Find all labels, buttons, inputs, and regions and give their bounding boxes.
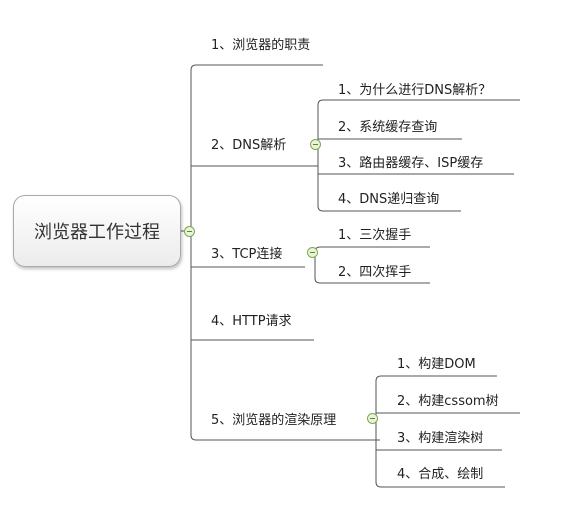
branch-http[interactable]: 4、HTTP请求 [211, 314, 292, 329]
main-spine [190, 70, 197, 441]
tcp-collapse-icon[interactable] [307, 247, 318, 258]
tcp-child-four-way[interactable]: 2、四次挥手 [338, 265, 412, 280]
root-node[interactable]: 浏览器工作过程 [13, 195, 181, 267]
tcp-child-1-underline [314, 246, 430, 253]
dns-child-1-underline [317, 99, 520, 106]
tcp-child-three-way[interactable]: 1、三次握手 [338, 228, 412, 243]
render-collapse-icon[interactable] [367, 413, 378, 424]
dns-collapse-icon[interactable] [310, 139, 321, 150]
tcp-spine [314, 252, 430, 284]
render-child-1-underline [375, 375, 497, 382]
dns-spine [317, 105, 324, 212]
root-label: 浏览器工作过程 [34, 222, 160, 243]
render-child-composite[interactable]: 4、合成、绘制 [397, 467, 484, 482]
render-child-render-tree[interactable]: 3、构建渲染树 [397, 431, 484, 446]
branch-dns[interactable]: 2、DNS解析 [211, 138, 287, 153]
branch-1-underline [190, 64, 323, 71]
dns-child-router-cache[interactable]: 3、路由器缓存、ISP缓存 [338, 156, 484, 171]
dns-child-system-cache[interactable]: 2、系统缓存查询 [338, 120, 438, 135]
dns-child-recursive[interactable]: 4、DNS递归查询 [338, 192, 440, 207]
dns-child-why[interactable]: 1、为什么进行DNS解析？ [338, 83, 492, 98]
render-child-dom[interactable]: 1、构建DOM [397, 357, 476, 372]
root-collapse-icon[interactable] [184, 226, 195, 237]
render-child-cssom[interactable]: 2、构建cssom树 [397, 394, 499, 409]
render-spine [375, 381, 505, 488]
branch-browser-duty[interactable]: 1、浏览器的职责 [211, 38, 311, 53]
branch-tcp[interactable]: 3、TCP连接 [211, 247, 283, 262]
branch-render[interactable]: 5、浏览器的渲染原理 [211, 413, 337, 428]
